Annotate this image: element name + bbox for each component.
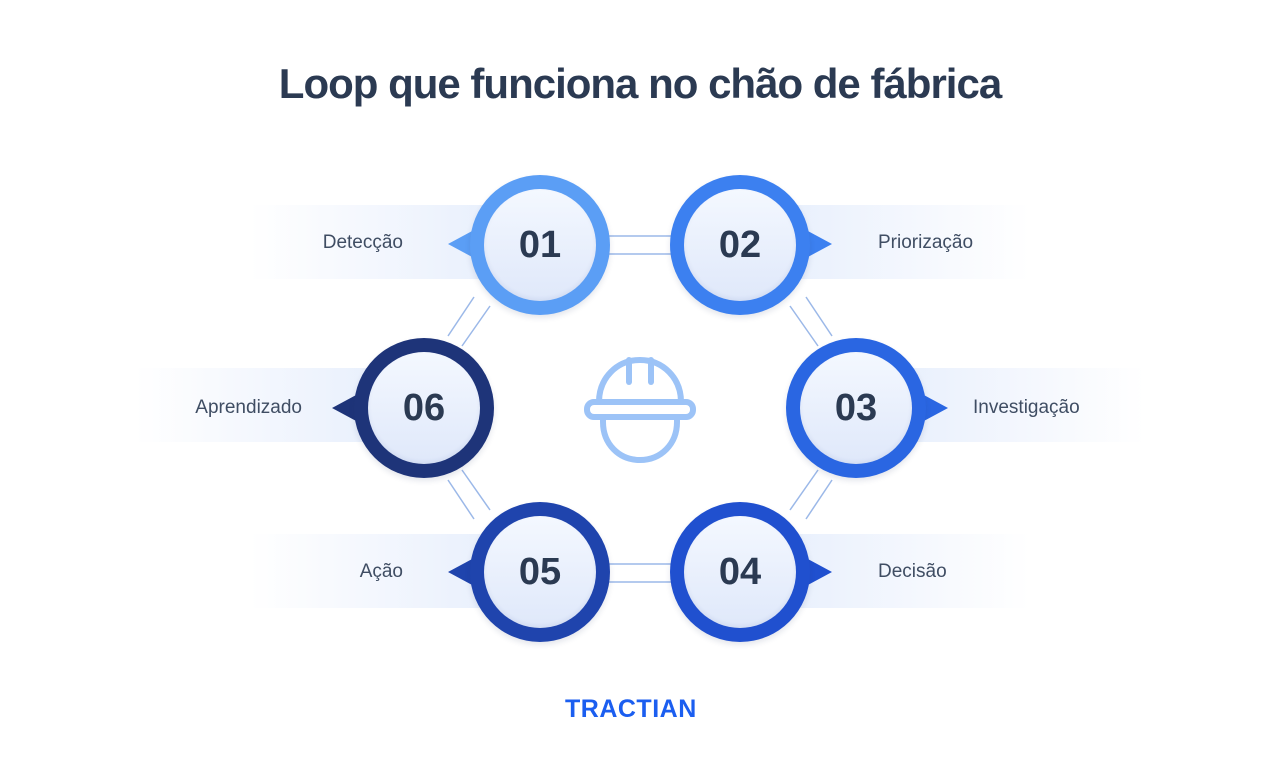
step-number: 05 — [518, 550, 562, 593]
svg-text:TRACTIAN: TRACTIAN — [565, 695, 697, 722]
connector-03-04 — [789, 469, 819, 511]
step-label-05: Ação — [359, 561, 403, 582]
step-label-04: Decisão — [878, 561, 947, 582]
connector-05-06 — [461, 469, 491, 511]
pointer-05 — [448, 558, 474, 586]
step-number: 02 — [718, 223, 762, 266]
step-02: 02 — [670, 175, 810, 315]
step-number: 03 — [834, 386, 878, 429]
step-05: 05 — [470, 502, 610, 642]
step-label-03: Investigação — [973, 397, 1080, 418]
page-title: Loop que funciona no chão de fábrica — [278, 60, 1002, 107]
hard-hat-worker-icon — [583, 352, 697, 469]
step-04: 04 — [670, 502, 810, 642]
pointer-03 — [922, 394, 948, 422]
connector-06-01 — [461, 305, 491, 347]
tractian-logo: TRACTIAN — [565, 694, 717, 727]
connector-02-03 — [789, 305, 819, 347]
step-01: 01 — [470, 175, 610, 315]
step-03: 03 — [786, 338, 926, 478]
step-label-06: Aprendizado — [195, 397, 302, 418]
pointer-04 — [806, 558, 832, 586]
step-label-01: Detecção — [322, 232, 403, 253]
pointer-02 — [806, 230, 832, 258]
pointer-06 — [332, 394, 358, 422]
step-06: 06 — [354, 338, 494, 478]
step-number: 06 — [402, 386, 446, 429]
step-number: 04 — [718, 550, 762, 593]
pointer-01 — [448, 230, 474, 258]
step-number: 01 — [518, 223, 562, 266]
step-label-02: Priorização — [878, 232, 974, 253]
